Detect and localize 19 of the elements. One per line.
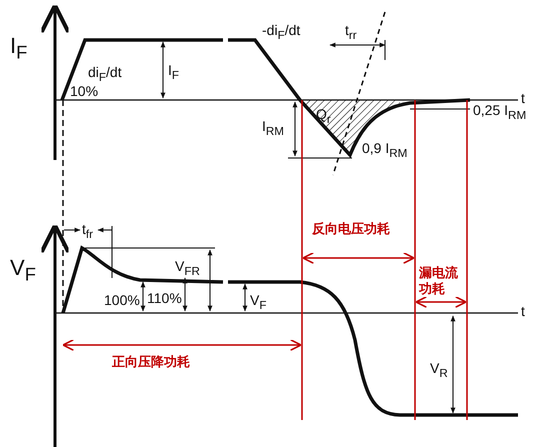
percent-label: 10% [70, 83, 98, 99]
region-label: 正向压降功耗 [112, 355, 190, 371]
region-label: 反向电压功耗 [312, 222, 390, 238]
percent-label: 100% [104, 292, 140, 308]
voltage-label: V$_{F}$ [250, 292, 266, 314]
current-label: I$_{RM}$ [262, 118, 284, 140]
time-label: t$_{rr}$ [345, 22, 357, 44]
percent-label: 110% [147, 290, 182, 306]
voltage-label: V$_{FR}$ [175, 258, 200, 280]
slope-label: -di$_{F}$/dt [262, 22, 300, 44]
region-label: 漏电流功耗 [419, 266, 459, 298]
axis-label: t [521, 303, 525, 319]
current-label: 0,9 I$_{RM}$ [362, 140, 408, 162]
slope-label: di$_{F}$/dt [88, 64, 122, 86]
time-label: t$_{fr}$ [82, 221, 94, 243]
amplitude-label: I$_{F}$ [168, 62, 180, 84]
axis-label: I$_{F}$ [10, 34, 28, 64]
voltage-label: V$_{R}$ [430, 360, 448, 382]
axis-label: V$_{F}$ [10, 256, 36, 286]
